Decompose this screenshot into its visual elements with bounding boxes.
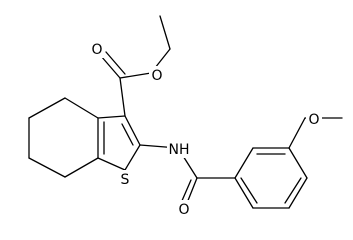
bond: [105, 51, 126, 75]
bond: [97, 115, 126, 119]
methoxy-oxygen-label: O: [308, 112, 319, 128]
ester-carbonyl-oxygen-label: O: [91, 42, 102, 58]
ester-ether-oxygen-label: O: [151, 68, 162, 84]
bond: [180, 179, 192, 204]
atom-label-background: [167, 140, 191, 158]
bond: [64, 97, 99, 119]
molecule-structure-diagram: O O S NH O O: [28, 15, 343, 218]
bond: [64, 157, 99, 178]
bond: [119, 72, 152, 79]
bond: [234, 177, 254, 209]
bond: [124, 144, 141, 171]
bond: [97, 157, 126, 171]
bond: [121, 123, 134, 146]
bond: [124, 115, 141, 146]
bond: [100, 55, 121, 79]
atom-label-background: [89, 40, 105, 58]
bond: [119, 77, 126, 117]
atom-label-background: [117, 170, 133, 188]
bond: [240, 177, 258, 204]
bond: [159, 15, 171, 50]
atom-label-background: [176, 200, 192, 218]
bond: [288, 147, 308, 179]
thiophene-sulfur-label: S: [121, 172, 130, 188]
bond: [284, 177, 302, 204]
amide-oxygen-label: O: [178, 202, 189, 218]
atom-label-background: [306, 110, 322, 128]
amide-nh-label: NH: [169, 142, 190, 158]
bond: [288, 177, 308, 209]
bond: [234, 147, 254, 179]
bond: [288, 117, 306, 149]
atom-labels: O O S NH O O: [89, 40, 322, 218]
bond: [186, 177, 198, 204]
bonds: [28, 15, 343, 209]
bond: [28, 97, 66, 119]
bond: [28, 157, 66, 178]
atom-label-background: [149, 66, 165, 84]
